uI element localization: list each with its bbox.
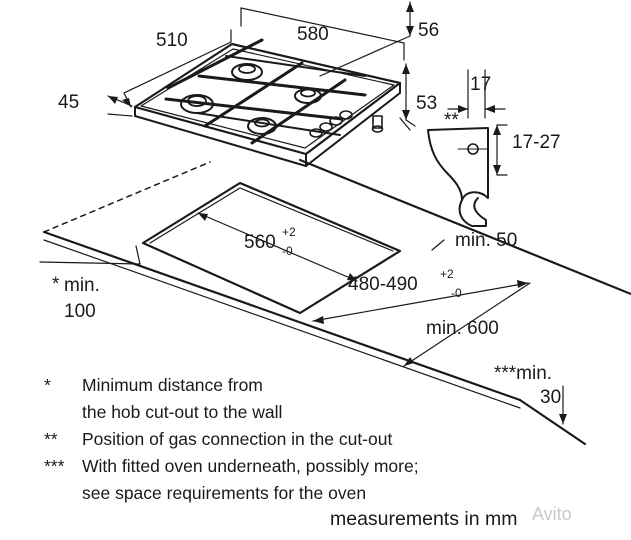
cutout-dimension-lines (39, 212, 564, 425)
label-cutout-width-tol-plus: +2 (282, 225, 296, 239)
label-gas-marker: ** (444, 110, 459, 131)
label-cutout-width: 560 (244, 232, 276, 253)
control-knobs (309, 110, 353, 138)
label-min-oven-value: 30 (540, 387, 561, 408)
footnote-text: With fitted oven underneath, possibly mo… (82, 456, 419, 476)
footnote-marker: * (44, 375, 51, 395)
label-cutout-depth: 480-490 (348, 274, 418, 295)
footnote-gas-connection: ** Position of gas connection in the cut… (44, 426, 419, 453)
label-cutout-depth-tol-plus: +2 (440, 267, 454, 281)
gas-connection-pipe (371, 115, 384, 133)
dimension-labels: 510 580 56 45 53 17 ** 17-27 560 +2 -0 4… (52, 20, 561, 408)
burner-back-left (231, 63, 263, 81)
worktop (42, 158, 631, 446)
footnotes: * Minimum distance from the hob cut-out … (44, 372, 419, 507)
hob-drawing (133, 38, 402, 167)
burner-back-right (294, 88, 322, 104)
footnote-wall-distance: * Minimum distance from (44, 372, 419, 399)
label-min-oven: ***min. (494, 363, 552, 384)
footnote-text: Position of gas connection in the cut-ou… (82, 429, 393, 449)
gas-connection-profile (427, 69, 508, 227)
cutout-dimension-arrows (198, 213, 567, 424)
label-min-back: min. 50 (455, 230, 517, 251)
label-right-bottom: 53 (416, 93, 437, 114)
footnote-text: Minimum distance from (82, 375, 263, 395)
footnote-marker: *** (44, 456, 65, 476)
label-gas-offset: 17 (470, 74, 491, 95)
footnote-text: see space requirements for the oven (82, 483, 367, 503)
label-min-wall-marker: * (52, 274, 60, 295)
label-cutout-width-tol-minus: -0 (282, 244, 293, 258)
burner-front-right (247, 117, 277, 135)
label-right-top: 56 (418, 20, 439, 41)
label-min-wall: min. (64, 275, 100, 296)
gas-profile-arrows (458, 105, 501, 175)
units-label: measurements in mm (330, 508, 518, 530)
label-cutout-depth-tol-minus: -0 (451, 286, 462, 300)
footnote-marker: ** (44, 429, 58, 449)
burner-front-left (180, 94, 214, 114)
footnote-oven-cont: see space requirements for the oven (44, 480, 419, 507)
cutout (141, 181, 402, 315)
footnote-text: the hob cut-out to the wall (82, 402, 283, 422)
hob-dimension-arrows (108, 2, 414, 120)
label-hob-width: 580 (297, 24, 329, 45)
label-hob-depth: 510 (156, 30, 188, 51)
label-gas-range: 17-27 (512, 132, 561, 153)
watermark: Avito (532, 504, 572, 524)
label-min-wall-value: 100 (64, 301, 96, 322)
label-hob-height: 45 (58, 92, 79, 113)
footnote-wall-distance-cont: the hob cut-out to the wall (44, 399, 419, 426)
footnote-oven: *** With fitted oven underneath, possibl… (44, 453, 419, 480)
label-min-front: min. 600 (426, 318, 499, 339)
